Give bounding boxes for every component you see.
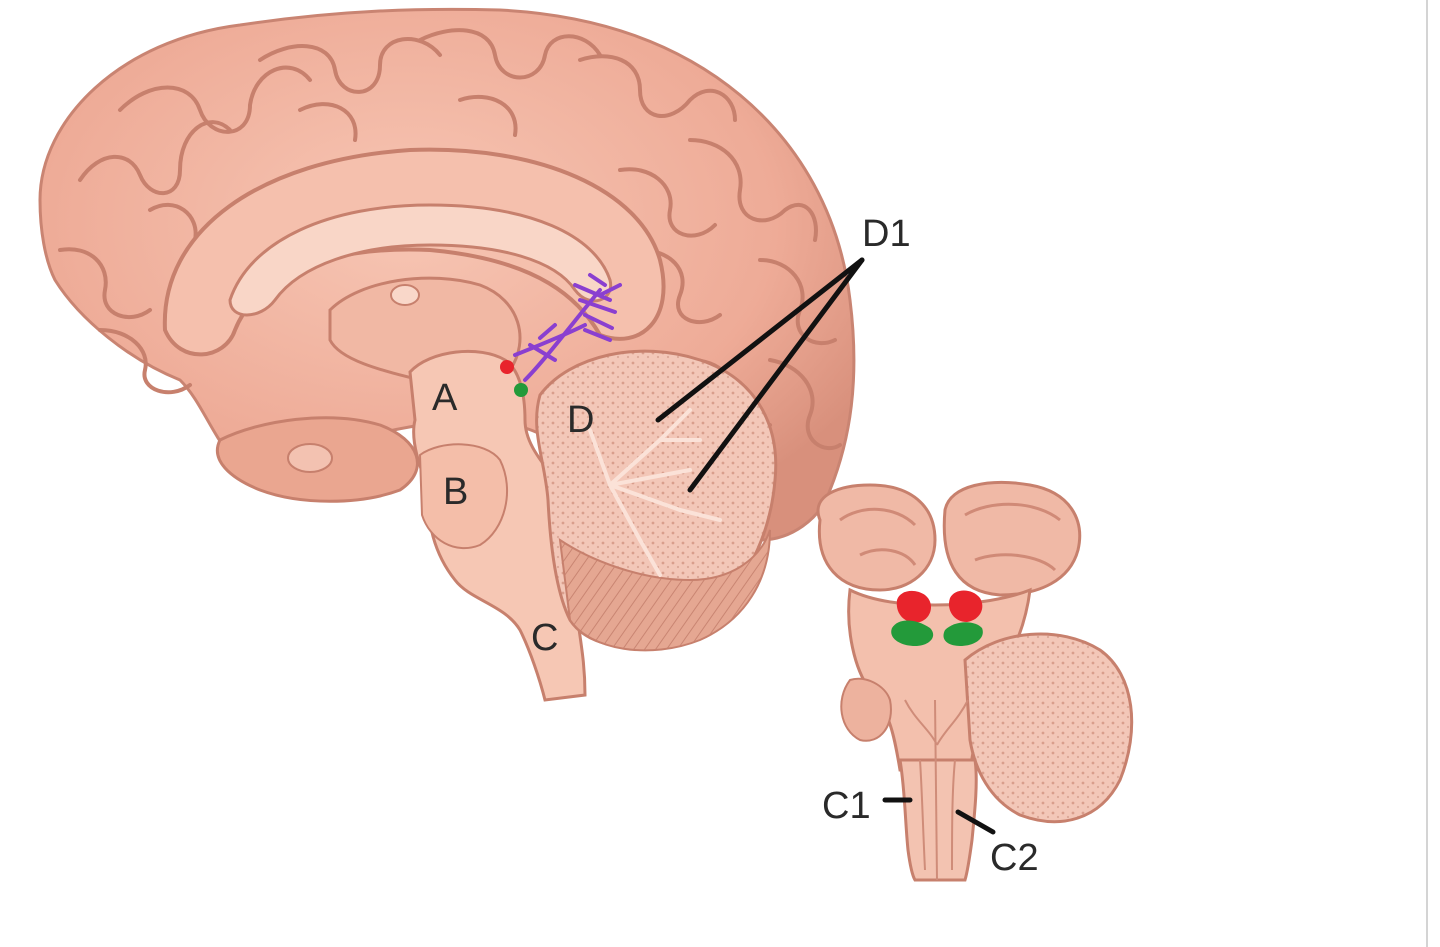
medulla-ridges bbox=[904, 699, 969, 881]
red-nucleus-right bbox=[948, 590, 983, 622]
green-nucleus-left bbox=[891, 620, 934, 646]
green-nucleus-right bbox=[943, 622, 983, 646]
arbor-vitae bbox=[588, 408, 722, 577]
right-edge-divider bbox=[1426, 0, 1428, 947]
d1-leader-line-2 bbox=[687, 257, 865, 493]
leader-lines bbox=[655, 257, 996, 835]
brainstem-sagittal bbox=[408, 349, 587, 702]
green-dot-marker bbox=[514, 383, 528, 397]
label-d1: D1 bbox=[862, 213, 911, 255]
thalamus-folds bbox=[839, 502, 1061, 572]
d1-leader-line-1 bbox=[655, 257, 865, 423]
red-nucleus-left bbox=[896, 590, 932, 623]
label-c: C bbox=[531, 617, 558, 659]
label-d: D bbox=[567, 399, 594, 441]
label-a: A bbox=[432, 377, 458, 419]
label-b: B bbox=[443, 471, 468, 513]
label-c2: C2 bbox=[990, 837, 1039, 879]
purple-fibers-marker bbox=[513, 273, 622, 382]
c2-leader-line bbox=[955, 809, 996, 835]
cerebellum-sagittal bbox=[535, 349, 778, 652]
brainstem-dorsal-view bbox=[816, 480, 1134, 882]
red-dot-marker bbox=[500, 360, 514, 374]
label-c1: C1 bbox=[822, 785, 871, 827]
